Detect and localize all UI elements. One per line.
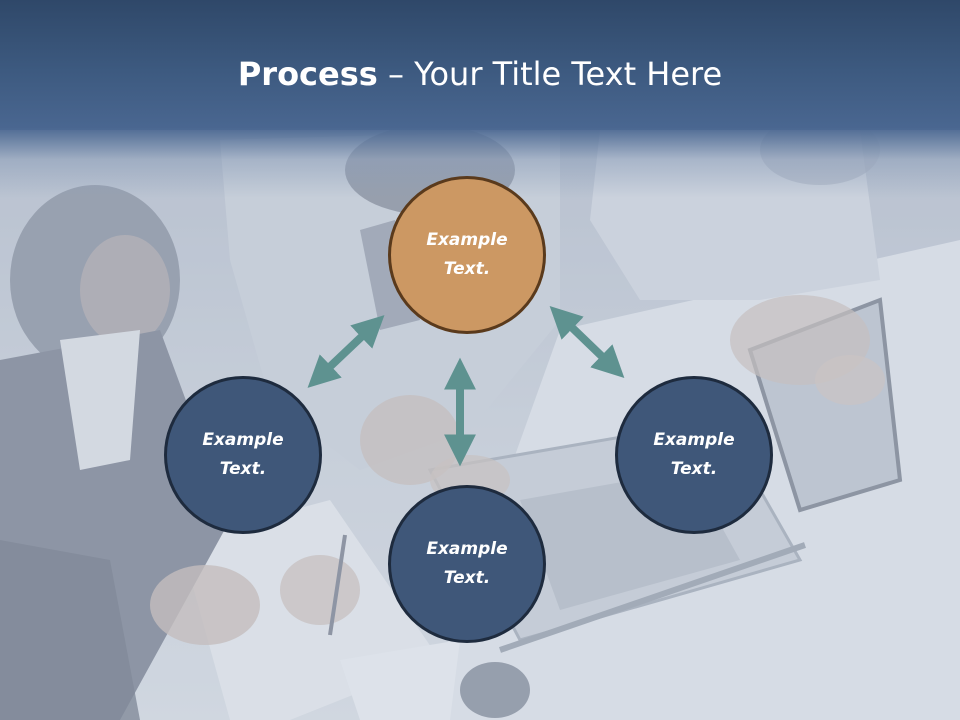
node-right-label: Example Text. [653,430,735,479]
arrow-top-left [307,315,385,388]
page-title: Process – Your Title Text Here [0,52,960,96]
node-left-label: Example Text. [202,430,284,479]
title-bold-part: Process [237,55,378,93]
title-separator: – [377,55,415,93]
process-node-bottom: Example Text. [388,485,546,643]
title-rest: Your Title Text Here [414,55,723,93]
node-top-label: Example Text. [426,230,508,279]
process-node-right: Example Text. [615,376,773,534]
title-band [0,0,960,130]
node-bottom-label: Example Text. [426,539,508,588]
arrow-top-right [549,306,625,378]
process-node-left: Example Text. [164,376,322,534]
process-node-top: Example Text. [388,176,546,334]
